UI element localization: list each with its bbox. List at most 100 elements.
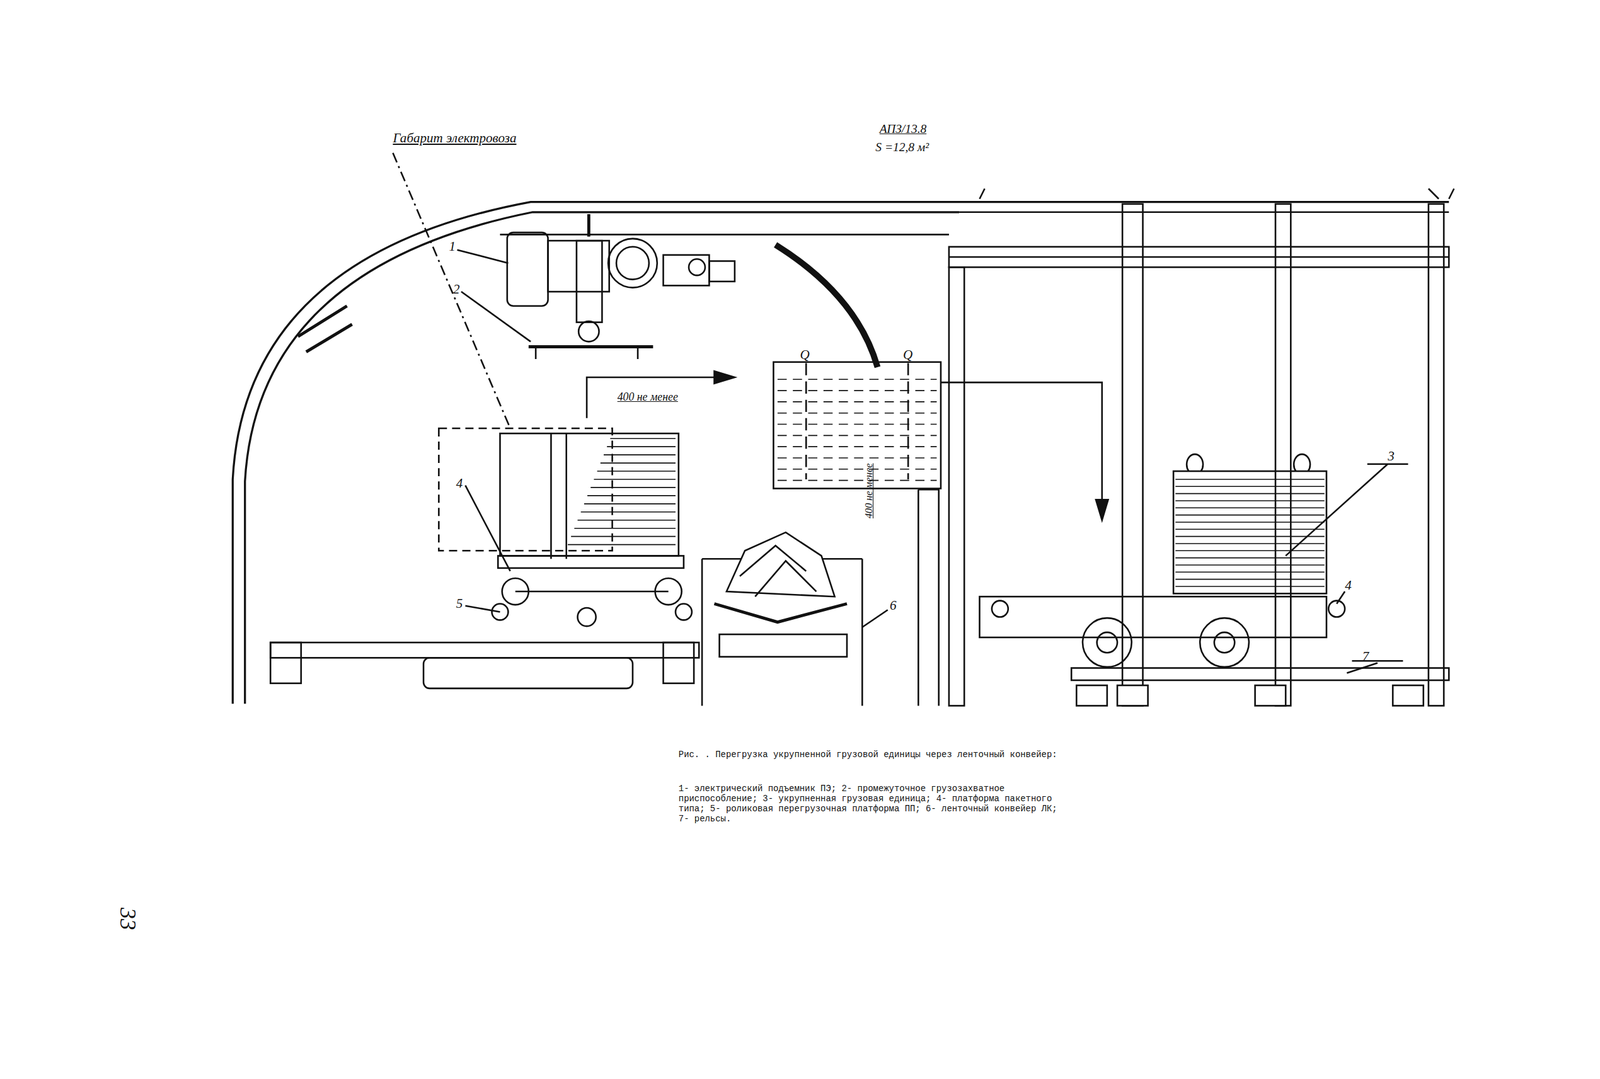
drawing-stroke xyxy=(979,596,1326,638)
drawing-stroke xyxy=(593,478,676,481)
drawing-stroke xyxy=(777,480,938,482)
drawing-stroke xyxy=(1097,632,1118,653)
drawing-stroke xyxy=(918,489,939,706)
drawing-stroke xyxy=(1076,685,1108,706)
drawing-stroke xyxy=(597,470,676,472)
drawing-stroke xyxy=(1275,204,1291,707)
drawing-stroke xyxy=(584,503,676,505)
drawing-stroke xyxy=(507,232,549,307)
drawing-stroke xyxy=(663,255,710,287)
drawing-stroke xyxy=(1255,685,1287,706)
drawing-stroke xyxy=(1175,550,1324,553)
drawing-stroke xyxy=(726,532,835,597)
callout-number: 6 xyxy=(889,598,897,614)
drawing-stroke xyxy=(991,601,1009,618)
drawing-stroke xyxy=(708,260,735,282)
drawing-stroke xyxy=(550,433,553,559)
drawing-stroke xyxy=(739,545,817,597)
drawing-stroke xyxy=(713,371,735,384)
drawing-stroke xyxy=(270,642,302,684)
drawing-stroke xyxy=(1175,507,1324,509)
drawing-stroke xyxy=(298,306,353,353)
drawing-stroke xyxy=(1428,204,1444,707)
drawing-stroke xyxy=(586,377,725,419)
drawing-stroke xyxy=(587,214,591,237)
drawing-stroke xyxy=(438,428,612,551)
drawing-stroke xyxy=(1082,618,1132,668)
drawing-stroke xyxy=(576,240,602,323)
drawing-stroke xyxy=(1351,464,1408,662)
drawing-stroke xyxy=(777,412,938,415)
drawing-stroke xyxy=(1175,479,1324,587)
callout-number: 2 xyxy=(453,281,461,297)
drawing-stroke xyxy=(456,250,1388,674)
drawing-stroke xyxy=(590,487,676,489)
drawing-stroke xyxy=(567,438,676,545)
drawing-stroke xyxy=(777,378,938,380)
drawing-stroke xyxy=(949,256,1449,259)
drawing-stroke xyxy=(1175,572,1324,574)
drawing-stroke xyxy=(1175,586,1324,588)
drawing-stroke xyxy=(1175,543,1324,545)
drawing-stroke xyxy=(610,437,676,440)
drawing-stroke xyxy=(805,362,808,480)
drawing-stroke xyxy=(1175,557,1324,559)
drawing-stroke xyxy=(270,642,699,658)
annotation: Габарит электровоза xyxy=(392,130,517,146)
drawing-stroke xyxy=(1076,685,1423,706)
drawing-stroke xyxy=(535,346,638,359)
drawing-stroke xyxy=(713,604,847,623)
drawing-stroke xyxy=(907,362,910,480)
drawing-stroke xyxy=(499,433,679,556)
drawing-stroke xyxy=(1175,521,1324,524)
callout-number: 5 xyxy=(456,596,464,612)
drawing-stroke xyxy=(1175,478,1324,481)
drawing-stroke xyxy=(773,362,941,490)
drawing-stroke xyxy=(1175,536,1324,538)
drawing-stroke xyxy=(775,245,878,368)
drawing-stroke xyxy=(515,591,669,593)
callout-number: 7 xyxy=(1362,649,1370,665)
drawing-stroke xyxy=(777,424,938,426)
drawing-stroke xyxy=(1175,528,1324,530)
drawing-stroke xyxy=(1122,204,1143,707)
drawing-stroke xyxy=(675,604,692,621)
drawing-stroke xyxy=(567,544,676,546)
drawing-stroke xyxy=(940,382,1103,510)
drawing-stroke xyxy=(1175,579,1324,581)
drawing-stroke xyxy=(777,468,938,471)
drawing-stroke xyxy=(578,321,599,342)
drawing-stroke xyxy=(1117,685,1149,706)
annotation: АПЗ/13.8 xyxy=(879,122,927,137)
drawing-stroke xyxy=(600,462,676,464)
drawing-stroke xyxy=(777,446,938,448)
drawing-stroke xyxy=(1186,454,1311,472)
drawing-stroke xyxy=(577,519,676,522)
drawing-stroke xyxy=(548,240,610,292)
drawing-stroke xyxy=(565,433,568,559)
drawing-stroke xyxy=(777,435,938,437)
annotation: 400 не менее xyxy=(617,390,679,404)
drawing-stroke xyxy=(499,233,949,236)
drawing-stroke xyxy=(1392,685,1424,706)
annotation: 400 не менее xyxy=(863,463,876,519)
drawing-stroke xyxy=(603,454,676,456)
drawing-stroke xyxy=(245,212,960,704)
drawing-stroke xyxy=(777,457,938,459)
drawing-stroke xyxy=(392,153,510,429)
drawing-stroke xyxy=(1173,471,1327,594)
drawing-stroke xyxy=(1175,514,1324,517)
drawing-stroke xyxy=(979,189,1454,200)
drawing-stroke xyxy=(688,258,706,276)
drawing-stroke xyxy=(1199,618,1249,668)
callout-number: 33 xyxy=(114,908,141,931)
callout-number: 4 xyxy=(456,475,464,491)
drawing-stroke xyxy=(777,362,938,481)
annotation: Q xyxy=(903,347,913,363)
drawing-stroke xyxy=(423,657,633,689)
drawing-stroke xyxy=(608,238,658,288)
drawing-stroke xyxy=(663,642,695,684)
callout-number: 1 xyxy=(448,238,456,254)
drawing-stroke xyxy=(497,555,684,568)
drawing-stroke xyxy=(606,446,676,448)
